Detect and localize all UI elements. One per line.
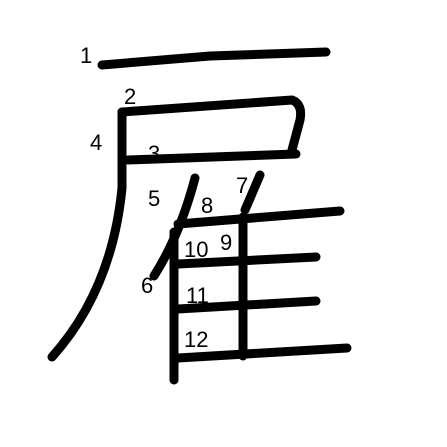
stroke-number-4: 4 — [90, 130, 102, 155]
stroke-number-7: 7 — [236, 173, 248, 198]
stroke-number-12: 12 — [184, 327, 208, 352]
stroke-12 — [173, 343, 352, 363]
stroke-8 — [173, 206, 345, 229]
stroke-number-2: 2 — [124, 84, 136, 109]
stroke-2 — [117, 95, 306, 155]
stroke-number-8: 8 — [201, 193, 213, 218]
stroke-10 — [173, 252, 321, 269]
stroke-11 — [173, 296, 321, 314]
stroke-number-11: 11 — [186, 283, 209, 308]
stroke-3 — [123, 149, 301, 165]
stroke-number-3: 3 — [148, 141, 160, 166]
stroke-number-10: 10 — [184, 237, 208, 262]
stroke-number-6: 6 — [141, 273, 153, 298]
stroke-number-1: 1 — [80, 43, 92, 68]
stroke-number-9: 9 — [220, 230, 232, 255]
stroke-4 — [47, 107, 127, 362]
stroke-1 — [97, 47, 331, 70]
stroke-7 — [240, 170, 265, 215]
stroke-number-5: 5 — [148, 186, 160, 211]
